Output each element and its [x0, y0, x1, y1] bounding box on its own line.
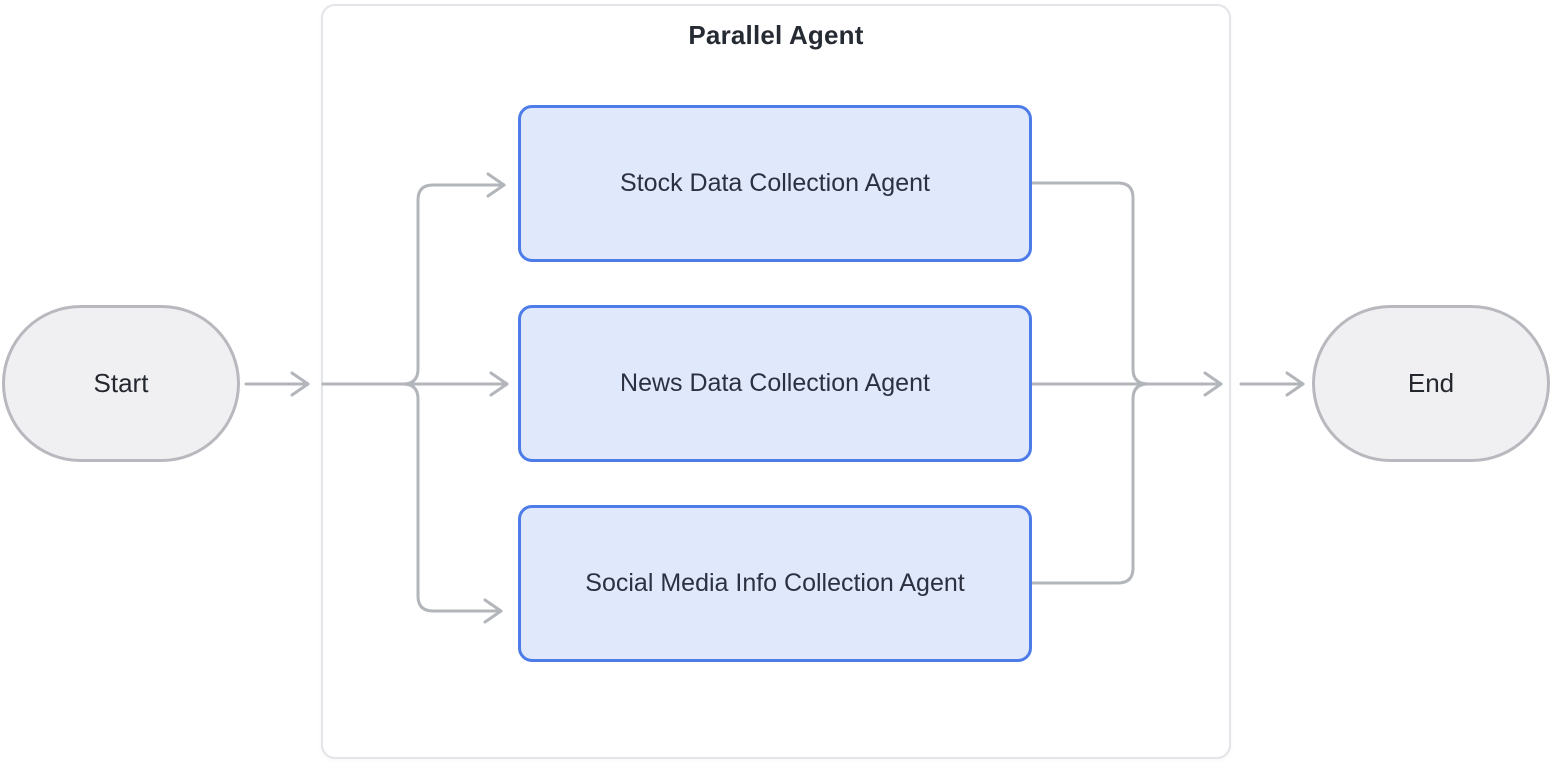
node-end[interactable]: End — [1312, 305, 1550, 462]
node-stock-agent-label: Stock Data Collection Agent — [620, 169, 930, 197]
node-social-agent-label: Social Media Info Collection Agent — [585, 569, 965, 597]
node-start[interactable]: Start — [2, 305, 240, 462]
node-stock-data-collection-agent[interactable]: Stock Data Collection Agent — [518, 105, 1032, 262]
node-start-label: Start — [93, 368, 149, 398]
node-social-media-info-collection-agent[interactable]: Social Media Info Collection Agent — [518, 505, 1032, 662]
node-end-label: End — [1407, 368, 1455, 398]
node-news-agent-label: News Data Collection Agent — [620, 369, 930, 397]
parallel-agent-title: Parallel Agent — [688, 20, 864, 50]
node-news-data-collection-agent[interactable]: News Data Collection Agent — [518, 305, 1032, 462]
